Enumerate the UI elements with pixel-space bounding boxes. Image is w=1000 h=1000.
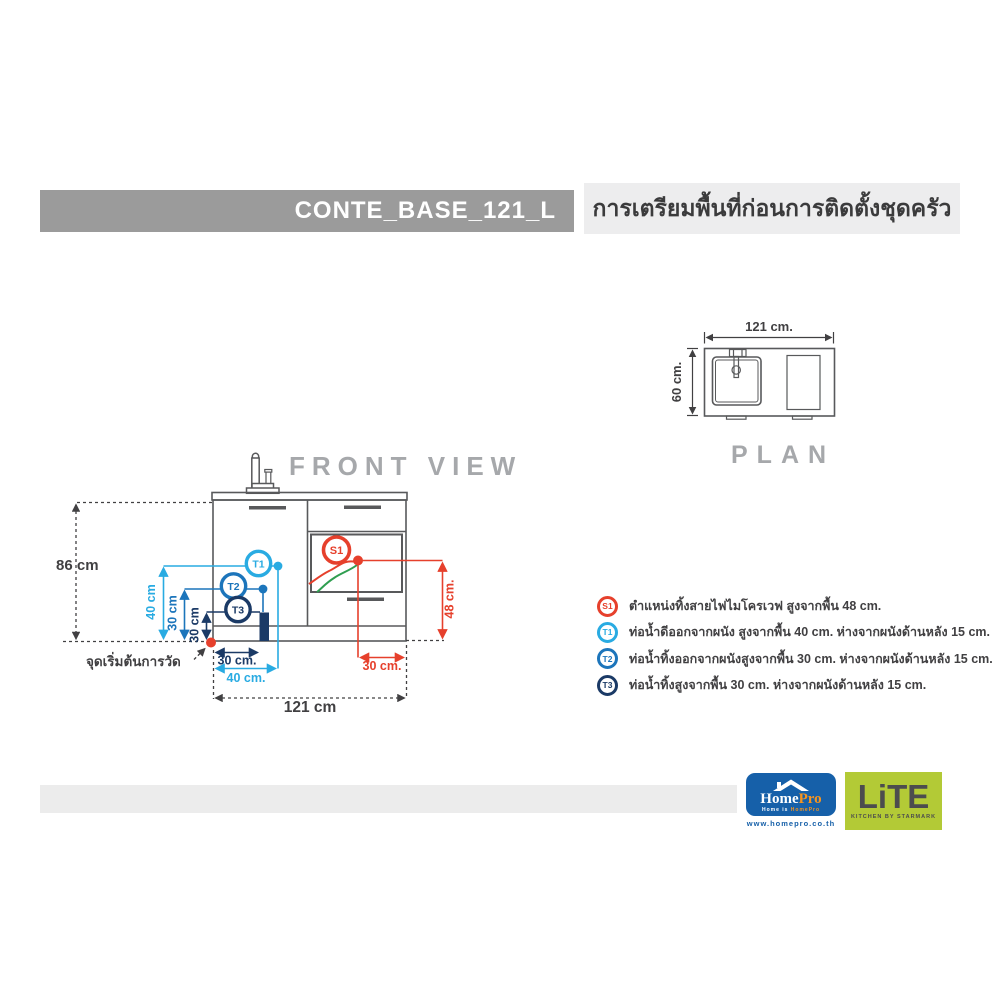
homepro-url: www.homepro.co.th (746, 819, 836, 828)
t2-marker-label: T2 (227, 581, 239, 593)
origin-label: จุดเริ่มต้นการวัด (86, 651, 181, 670)
plan-faucet (728, 348, 747, 379)
legend-item-s1: S1 ตำแหน่งทิ้งสายไฟไมโครเวฟ สูงจากพื้น 4… (597, 595, 972, 617)
plan-sink (711, 356, 762, 406)
plan-sink-inner (715, 359, 759, 403)
legend: S1 ตำแหน่งทิ้งสายไฟไมโครเวฟ สูงจากพื้น 4… (597, 595, 993, 701)
footer-bar (40, 785, 737, 813)
t2-point (258, 584, 268, 594)
legend-item-t2: T2 ท่อน้ำทิ้งออกจากผนังสูงจากพื้น 30 cm.… (597, 648, 993, 670)
plan-width-label: 121 cm. (745, 319, 793, 334)
front-view-title: FRONT VIEW (289, 451, 523, 481)
t3-marker (224, 595, 252, 624)
marker-circles: S1 T1 T2 T3 (219, 535, 352, 624)
t3-marker-label: T3 (232, 605, 244, 617)
origin-point (206, 637, 216, 648)
t3-legend-text: ท่อน้ำทิ้งสูงจากพื้น 30 cm. ห่างจากผนังด… (629, 678, 927, 693)
plan-hob (786, 354, 821, 411)
s1-legend-marker: S1 (597, 595, 618, 617)
page-title-bar: การเตรียมพื้นที่ก่อนการติดตั้งชุดครัว (584, 183, 960, 234)
s1-point (353, 555, 363, 566)
homepro-tagline: Home is HomePro (761, 806, 821, 813)
product-code-bar: CONTE_BASE_121_L (40, 190, 574, 232)
door-handle (249, 506, 286, 510)
homepro-wordmark: HomePro (760, 790, 822, 807)
s1-legend-text: ตำแหน่งทิ้งสายไฟไมโครเวฟ สูงจากพื้น 48 c… (629, 599, 882, 613)
faucet (245, 452, 280, 495)
dim-86-label: 86 cm (56, 557, 99, 574)
t3-height-label: 30 cm (188, 607, 202, 642)
s1-height-label: 48 cm. (443, 580, 457, 619)
dim-121-label: 121 cm (284, 699, 337, 716)
lite-tagline: KITCHEN BY STARMARK (850, 814, 937, 820)
lite-logo: LiTE KITCHEN BY STARMARK (845, 772, 942, 830)
plan-cabinet (703, 347, 836, 417)
t3-pipe (259, 612, 269, 641)
s1-offset-label: 30 cm. (363, 659, 402, 673)
product-code: CONTE_BASE_121_L (294, 197, 556, 224)
plan-depth-label: 60 cm. (669, 362, 684, 402)
t3-legend-marker: T3 (597, 674, 618, 696)
homepro-roof-icon (773, 779, 809, 791)
lite-wordmark: LiTE (857, 778, 930, 815)
microwave-opening (310, 533, 403, 593)
t1-legend-marker: T1 (597, 621, 618, 643)
t1-point (273, 561, 283, 571)
homepro-logo: HomePro Home is HomePro www.homepro.co.t… (746, 773, 836, 828)
t1-offset-label: 40 cm. (227, 671, 266, 685)
legend-item-t1: T1 ท่อน้ำดีออกจากผนัง สูงจากพื้น 40 cm. … (597, 621, 990, 643)
plan-width-dimension (703, 332, 835, 344)
t2-height-label: 30 cm (166, 595, 180, 630)
dim-dark (63, 501, 444, 703)
cabinet-body (212, 499, 407, 642)
countertop (211, 491, 408, 501)
bottom-drawer-handle (347, 597, 384, 601)
cabinet-handles (249, 505, 384, 601)
plan-drawing: 121 cm. 60 cm. (669, 319, 836, 420)
t1-marker (244, 549, 273, 578)
wire-red (308, 560, 357, 585)
s1-marker (321, 535, 352, 565)
origin-leader (193, 647, 206, 660)
plan-depth-dimension (687, 347, 698, 417)
top-drawer-handle (344, 505, 381, 509)
cabinet (211, 491, 408, 642)
t2-legend-marker: T2 (597, 648, 618, 670)
s1-lines (357, 559, 448, 663)
t1-legend-text: ท่อน้ำดีออกจากผนัง สูงจากพื้น 40 cm. ห่า… (629, 625, 990, 640)
front-drawing: 86 cm 121 cm จุดเริ่มต้นการวัด 40 cm 40 … (56, 452, 457, 716)
t1-lines (158, 565, 279, 674)
t1-height-label: 40 cm (144, 584, 158, 619)
wire-green (316, 564, 358, 593)
t2-legend-text: ท่อน้ำทิ้งออกจากผนังสูงจากพื้น 30 cm. ห่… (629, 651, 993, 666)
t3-offset-label: 30 cm. (218, 654, 257, 668)
s1-marker-label: S1 (330, 545, 343, 557)
t1-marker-label: T1 (252, 559, 264, 571)
homepro-logo-box: HomePro Home is HomePro (746, 773, 836, 816)
legend-item-t3: T3 ท่อน้ำทิ้งสูงจากพื้น 30 cm. ห่างจากผน… (597, 674, 972, 696)
plan-feet (725, 415, 813, 420)
page-title: การเตรียมพื้นที่ก่อนการติดตั้งชุดครัว (592, 194, 952, 221)
plan-view-title: PLAN (731, 441, 836, 469)
